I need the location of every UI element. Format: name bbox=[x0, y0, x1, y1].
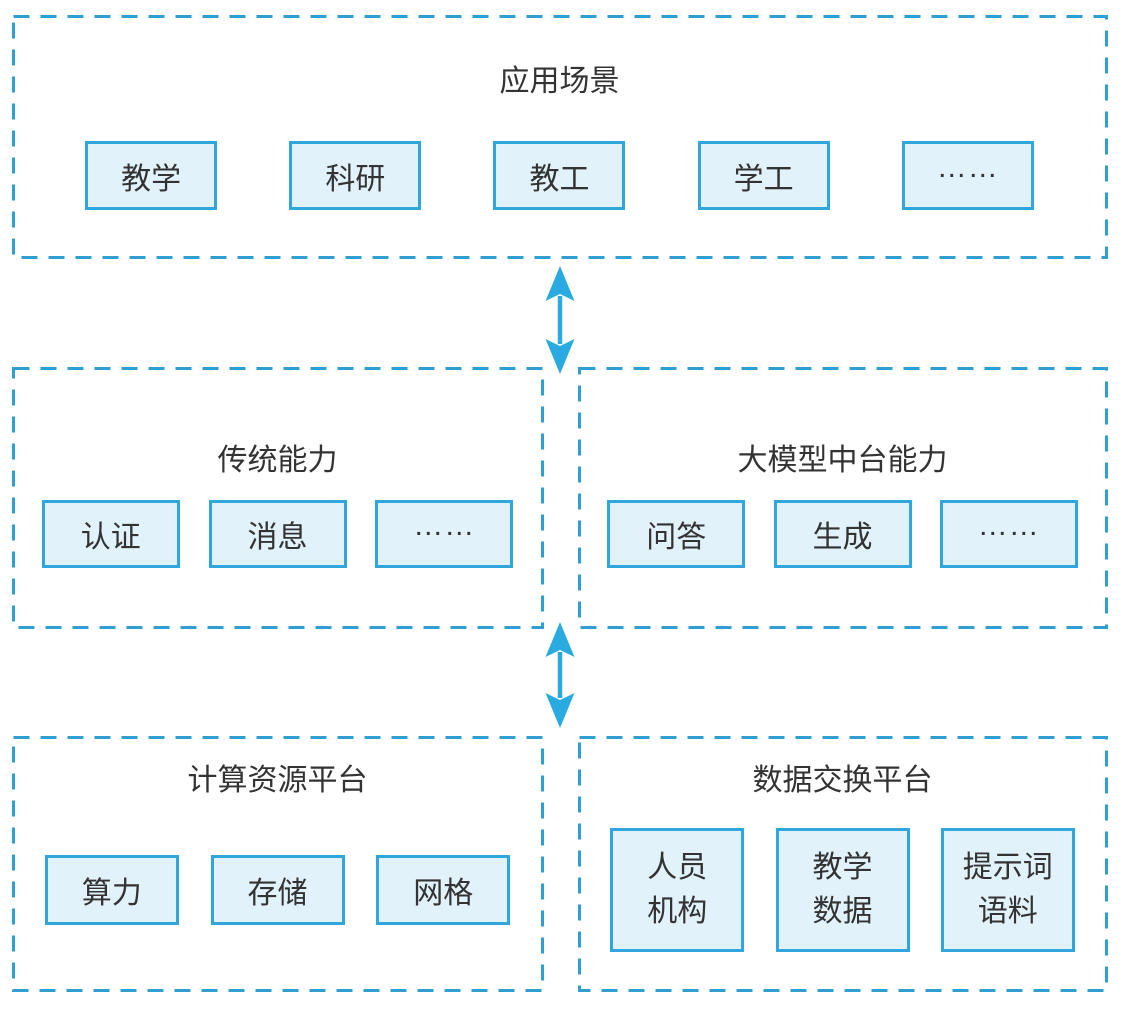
llm-capabilities-section-border bbox=[578, 367, 1108, 629]
data-item-prompt-corpus: 提示词 语料 bbox=[940, 828, 1075, 952]
app-item-student-affairs: 学工 bbox=[697, 141, 830, 210]
app-item-faculty: 教工 bbox=[493, 141, 626, 210]
computing-platform-items-row: 算力 存储 网格 bbox=[13, 855, 542, 925]
app-item-ellipsis: …… bbox=[901, 141, 1034, 210]
llm-capabilities-items-row: 问答 生成 …… bbox=[579, 500, 1106, 568]
double-arrow-icon-bottom bbox=[545, 622, 575, 728]
llm-item-qa: 问答 bbox=[607, 500, 746, 568]
ellipsis-label: …… bbox=[413, 509, 476, 542]
llm-item-generation: 生成 bbox=[773, 500, 912, 568]
traditional-item-ellipsis: …… bbox=[375, 500, 514, 568]
double-arrow-icon-top bbox=[545, 266, 575, 374]
app-scenarios-section-border bbox=[12, 15, 1108, 259]
data-exchange-platform-title: 数据交换平台 bbox=[752, 764, 933, 797]
app-scenarios-items-row: 教学 科研 教工 学工 …… bbox=[13, 141, 1106, 210]
llm-capabilities-title: 大模型中台能力 bbox=[737, 444, 948, 477]
traditional-item-messaging: 消息 bbox=[208, 500, 347, 568]
computing-platform-title: 计算资源平台 bbox=[187, 764, 368, 797]
app-scenarios-title: 应用场景 bbox=[499, 65, 620, 98]
computing-platform-section-border bbox=[12, 736, 544, 992]
app-item-research: 科研 bbox=[289, 141, 422, 210]
computing-item-network-grid: 网格 bbox=[376, 855, 511, 925]
data-exchange-items-row: 人员 机构 教学 数据 提示词 语料 bbox=[579, 828, 1106, 952]
ellipsis-label: …… bbox=[936, 150, 999, 184]
llm-item-ellipsis: …… bbox=[939, 500, 1078, 568]
computing-item-compute-power: 算力 bbox=[44, 855, 179, 925]
app-item-teaching: 教学 bbox=[85, 141, 218, 210]
traditional-capabilities-items-row: 认证 消息 …… bbox=[13, 500, 542, 568]
data-item-personnel-orgs: 人员 机构 bbox=[610, 828, 745, 952]
computing-item-storage: 存储 bbox=[210, 855, 345, 925]
data-item-teaching-data: 教学 数据 bbox=[775, 828, 910, 952]
traditional-item-authentication: 认证 bbox=[41, 500, 180, 568]
ellipsis-label: …… bbox=[977, 509, 1040, 542]
data-exchange-platform-section-border bbox=[578, 736, 1108, 992]
traditional-capabilities-title: 传统能力 bbox=[217, 444, 338, 477]
traditional-capabilities-section-border bbox=[12, 367, 544, 629]
